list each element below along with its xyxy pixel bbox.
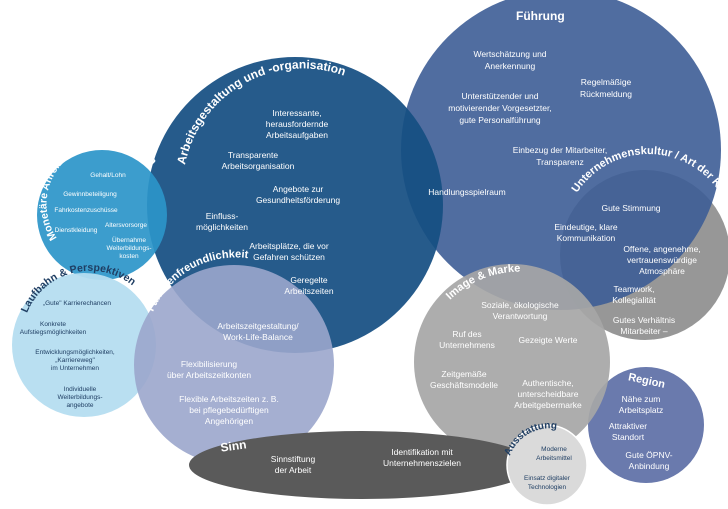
arbeitsgestaltung-item: Angebote zur (273, 184, 324, 194)
image-item: Ruf des (452, 329, 481, 339)
familie-item: Flexibilisierung (181, 359, 237, 369)
laufbahn-item: Aufstiegsmöglichkeiten (20, 329, 87, 336)
fuehrung-item: Rückmeldung (580, 89, 632, 99)
laufbahn-item: Konkrete (40, 321, 66, 328)
image-item: Verantwortung (493, 311, 548, 321)
anreize-item: kosten (119, 253, 139, 260)
kultur-item: Kollegialität (612, 295, 656, 305)
circle-laufbahn (12, 273, 156, 417)
kultur-item: Gutes Verhältnis (613, 315, 675, 325)
ausstattung-item: Arbeitsmittel (536, 455, 572, 462)
arbeitsgestaltung-item: Arbeitsaufgaben (266, 130, 328, 140)
kultur-item: Teamwork, (613, 284, 654, 294)
arbeitsgestaltung-item: Arbeitsplätze, die vor (249, 241, 329, 251)
region-item: Standort (612, 432, 645, 442)
circle-region (588, 367, 704, 483)
kultur-item: vertrauenswürdige (627, 255, 697, 265)
image-item: Unternehmens (439, 340, 495, 350)
arbeitsgestaltung-item: Interessante, (272, 108, 321, 118)
circle-image (414, 264, 610, 460)
laufbahn-item: „Karriereweg" (55, 357, 95, 364)
fuehrung-item: Einbezug der Mitarbeiter, (513, 145, 608, 155)
region-item: Anbindung (629, 461, 670, 471)
sinn-item: Unternehmenszielen (383, 458, 461, 468)
familie-item: Flexible Arbeitszeiten z. B. (179, 394, 279, 404)
laufbahn-item: Individuelle (64, 386, 97, 393)
sinn-item: Identifikation mit (391, 447, 453, 457)
fuehrung-title: Führung (516, 9, 565, 23)
kultur-item: Eindeutige, klare (554, 222, 618, 232)
arbeitsgestaltung-item: herausfordernde (266, 119, 329, 129)
arbeitsgestaltung-item: Einfluss- (206, 211, 239, 221)
familie-item: Angehörigen (205, 416, 253, 426)
kultur-item: Atmosphäre (639, 266, 685, 276)
image-item: Geschäftsmodelle (430, 380, 498, 390)
familie-item: bei pflegebedürftigen (189, 405, 269, 415)
fuehrung-item: Transparenz (536, 157, 583, 167)
fuehrung-item: gute Personalführung (459, 115, 541, 125)
anreize-item: Fahrkostenzuschüsse (54, 207, 118, 214)
ausstattung-item: Einsatz digitaler (524, 475, 571, 482)
region-item: Nähe zum (622, 394, 661, 404)
kultur-item: Mitarbeiter – (620, 326, 668, 336)
fuehrung-item: Handlungsspielraum (428, 187, 506, 197)
region-item: Arbeitsplatz (619, 405, 663, 415)
arbeitsgestaltung-item: möglichkeiten (196, 222, 248, 232)
anreize-item: Altersvorsorge (105, 222, 147, 229)
ausstattung-item: Technologien (528, 484, 567, 491)
ellipse-sinn (189, 431, 535, 499)
arbeitsgestaltung-item: Arbeitszeiten (284, 286, 333, 296)
familie-item: Arbeitszeitgestaltung/ (217, 321, 299, 331)
image-item: Soziale, ökologische (481, 300, 559, 310)
arbeitsgestaltung-item: Transparente (228, 150, 279, 160)
familie-item: Work-Life-Balance (223, 332, 293, 342)
sinn-title: Sinn (220, 437, 248, 454)
kultur-item: Kommunikation (557, 233, 616, 243)
laufbahn-item: Weiterbildungs- (57, 394, 102, 401)
arbeitsgestaltung-item: Gefahren schützen (253, 252, 325, 262)
image-item: Authentische, (522, 378, 574, 388)
anreize-item: Übernahme (112, 236, 146, 244)
image-item: Gezeigte Werte (519, 335, 578, 345)
anreize-item: Weiterbildungs- (106, 245, 151, 252)
fuehrung-item: Wertschätzung und (473, 49, 546, 59)
circle-familie (134, 265, 334, 465)
arbeitsgestaltung-item: Gesundheitsförderung (256, 195, 340, 205)
anreize-item: Gehalt/Lohn (90, 172, 126, 179)
anreize-item: Gewinnbeteiligung (63, 191, 117, 198)
laufbahn-item: angebote (66, 402, 93, 409)
ausstattung-item: Moderne (541, 446, 567, 453)
arbeitsgestaltung-item: Arbeitsorganisation (222, 161, 295, 171)
circle-anreize (37, 150, 167, 280)
arbeitsgestaltung-item: Geregelte (290, 275, 328, 285)
fuehrung-item: motivierender Vorgesetzter, (448, 103, 551, 113)
kultur-item: Offene, angenehme, (623, 244, 700, 254)
sinn-item: Sinnstiftung (271, 454, 316, 464)
kultur-item: Vorgesetzter (620, 337, 668, 347)
laufbahn-item: im Unternehmen (51, 365, 99, 372)
anreize-item: Dienstkleidung (55, 227, 98, 234)
image-item: Arbeitgebermarke (514, 400, 582, 410)
fuehrung-item: Unterstützender und (461, 91, 538, 101)
region-item: Gute ÖPNV- (625, 450, 672, 460)
region-item: Attraktiver (609, 421, 647, 431)
familie-item: über Arbeitszeitkonten (167, 370, 251, 380)
laufbahn-item: „Gute" Karrierechancen (43, 300, 111, 307)
fuehrung-item: Regelmäßige (581, 77, 632, 87)
image-item: Zeitgemäße (441, 369, 487, 379)
laufbahn-item: Entwicklungsmöglichkeiten, (35, 349, 115, 356)
circle-ausstattung (506, 424, 588, 506)
image-item: unterscheidbare (518, 389, 579, 399)
circle-fuehrung (401, 0, 721, 310)
sinn-item: der Arbeit (275, 465, 312, 475)
kultur-item: Gute Stimmung (601, 203, 660, 213)
fuehrung-item: Anerkennung (485, 61, 536, 71)
